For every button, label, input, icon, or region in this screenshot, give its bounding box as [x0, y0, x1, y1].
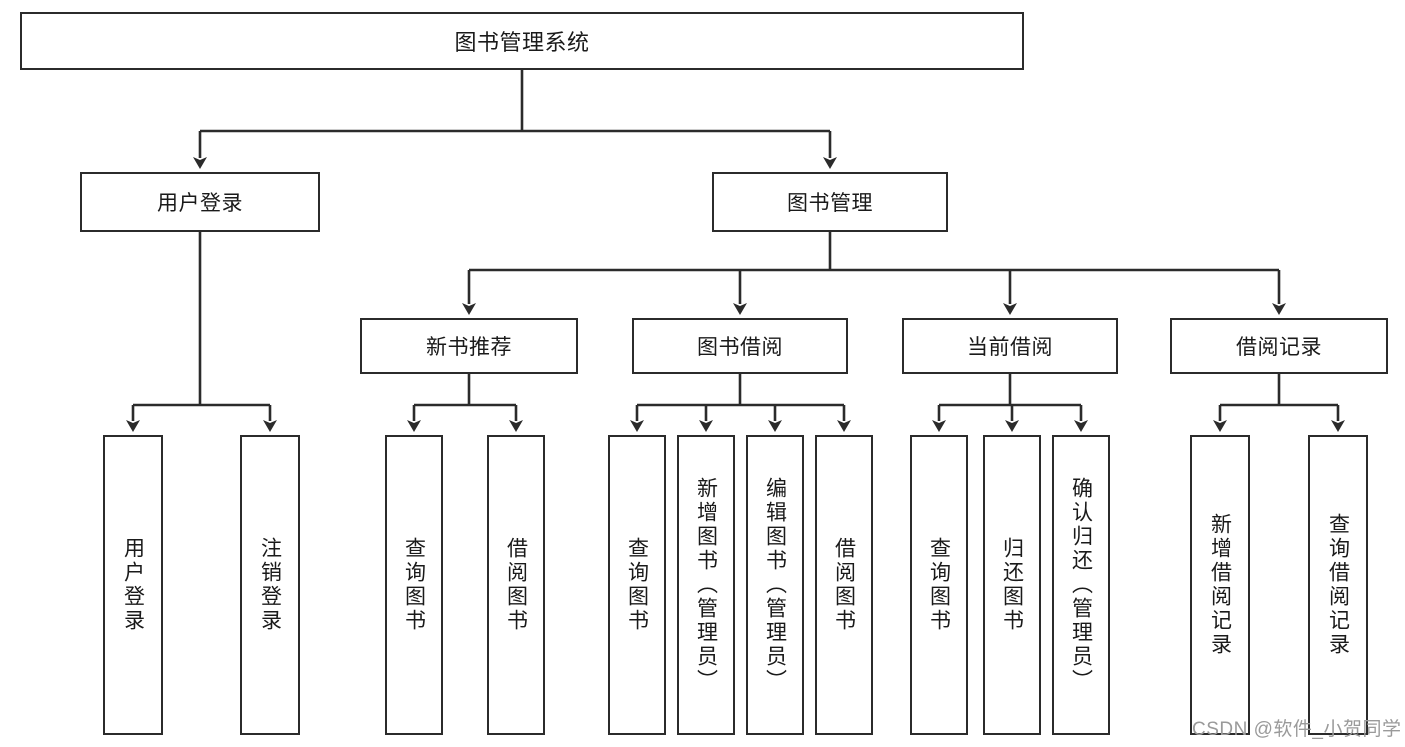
node-borrow-record[interactable]: 借阅记录 [1170, 318, 1388, 374]
node-user-login[interactable]: 用户登录 [80, 172, 320, 232]
node-book-borrow[interactable]: 图书借阅 [632, 318, 848, 374]
leaf-user-login[interactable]: 用户登录 [103, 435, 163, 735]
leaf-borrow-book[interactable]: 借阅图书 [815, 435, 873, 735]
node-current-borrow[interactable]: 当前借阅 [902, 318, 1118, 374]
leaf-add-book-admin[interactable]: 新增图书（管理员） [677, 435, 735, 735]
leaf-confirm-return-admin[interactable]: 确认归还（管理员） [1052, 435, 1110, 735]
leaf-add-book-admin-label: 新增图书（管理员） [694, 477, 718, 693]
node-root-label: 图书管理系统 [454, 30, 590, 55]
leaf-borrow-book-recommend[interactable]: 借阅图书 [487, 435, 545, 735]
node-new-book-recommend[interactable]: 新书推荐 [360, 318, 578, 374]
leaf-query-borrow-record[interactable]: 查询借阅记录 [1308, 435, 1368, 735]
leaf-query-book-recommend[interactable]: 查询图书 [385, 435, 443, 735]
leaf-query-book-borrow[interactable]: 查询图书 [608, 435, 666, 735]
leaf-add-borrow-record[interactable]: 新增借阅记录 [1190, 435, 1250, 735]
leaf-return-book-label: 归还图书 [1000, 537, 1024, 633]
node-borrow-record-label: 借阅记录 [1236, 336, 1322, 359]
leaf-edit-book-admin[interactable]: 编辑图书（管理员） [746, 435, 804, 735]
watermark: CSDN @软件_小贺同学 [1192, 719, 1402, 740]
leaf-query-book-current-label: 查询图书 [927, 537, 951, 633]
node-current-borrow-label: 当前借阅 [967, 336, 1053, 359]
leaf-borrow-book-label: 借阅图书 [832, 537, 856, 633]
leaf-query-book-current[interactable]: 查询图书 [910, 435, 968, 735]
leaf-borrow-book-recommend-label: 借阅图书 [504, 537, 528, 633]
node-root[interactable]: 图书管理系统 [20, 12, 1024, 70]
leaf-query-book-borrow-label: 查询图书 [625, 537, 649, 633]
leaf-confirm-return-admin-label: 确认归还（管理员） [1069, 477, 1093, 693]
node-new-book-recommend-label: 新书推荐 [426, 336, 512, 359]
leaf-add-borrow-record-label: 新增借阅记录 [1208, 513, 1232, 657]
leaf-query-book-recommend-label: 查询图书 [402, 537, 426, 633]
node-user-login-label: 用户登录 [157, 192, 243, 215]
node-book-management-label: 图书管理 [787, 192, 873, 215]
node-book-borrow-label: 图书借阅 [697, 336, 783, 359]
leaf-edit-book-admin-label: 编辑图书（管理员） [763, 477, 787, 693]
leaf-query-borrow-record-label: 查询借阅记录 [1326, 513, 1350, 657]
leaf-return-book[interactable]: 归还图书 [983, 435, 1041, 735]
leaf-logout-label: 注销登录 [258, 537, 282, 633]
leaf-user-login-label: 用户登录 [121, 537, 145, 633]
node-book-management[interactable]: 图书管理 [712, 172, 948, 232]
leaf-logout[interactable]: 注销登录 [240, 435, 300, 735]
